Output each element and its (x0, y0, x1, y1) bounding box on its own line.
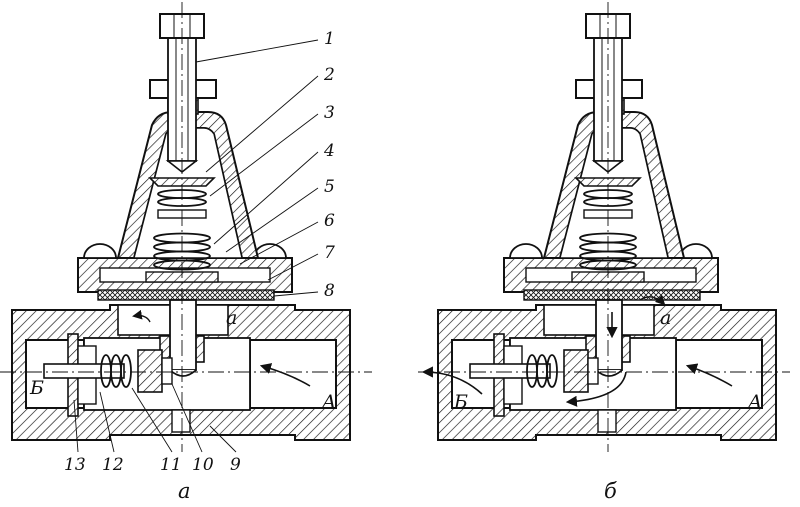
callout-10: 10 (192, 455, 214, 475)
callout-12: 12 (102, 455, 124, 475)
flow-labels: Б А а Б А а (29, 307, 762, 413)
callout-8: 8 (324, 281, 335, 301)
caption-panel-b: б (604, 479, 617, 503)
callout-9: 9 (230, 455, 241, 475)
callout-11: 11 (160, 455, 182, 475)
callout-5: 5 (324, 177, 335, 197)
callout-3: 3 (324, 103, 335, 123)
callout-2: 2 (323, 65, 335, 85)
callout-7: 7 (324, 243, 335, 263)
callout-6: 6 (324, 211, 335, 231)
panel-b (418, 2, 790, 452)
chamber-label-a: а (226, 307, 237, 329)
chamber-label-b: а (660, 307, 671, 329)
panel-a (0, 2, 372, 453)
callout-labels: 1 2 3 4 5 6 7 8 9 10 11 12 13 (64, 29, 335, 475)
port-b-label-a: Б (29, 377, 44, 399)
callout-13: 13 (64, 455, 86, 475)
callout-1: 1 (324, 29, 335, 49)
port-a-label-b: А (746, 391, 762, 413)
callout-4: 4 (323, 141, 335, 161)
port-b-label-b: Б (453, 391, 468, 413)
port-a-label-a: А (320, 391, 336, 413)
caption-panel-a: а (178, 479, 191, 503)
